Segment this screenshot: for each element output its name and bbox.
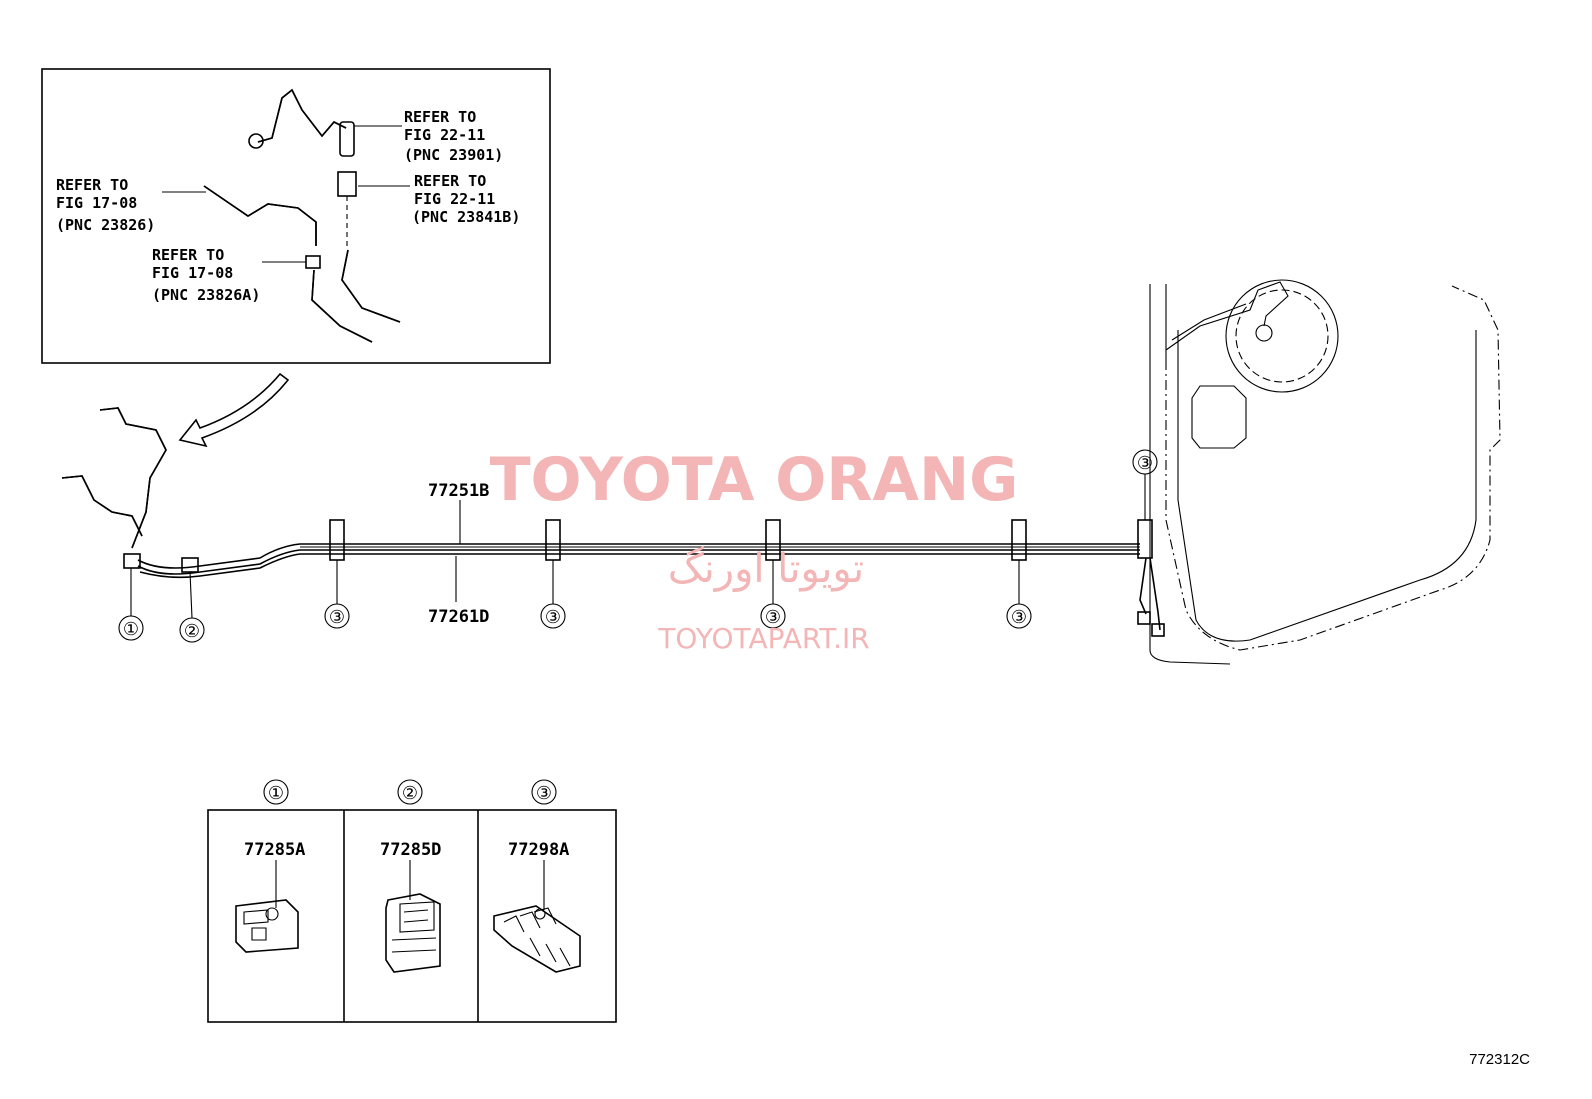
detail-arrow: [178, 372, 290, 448]
watermark: TOYOTA ORANG تویوتا اورنگ TOYOTAPART.IR: [490, 445, 1019, 655]
legend-part-1: 77285A: [244, 840, 305, 860]
left-hose-assembly: [61, 407, 199, 573]
legend-marker-3: ③: [536, 783, 552, 804]
clamp-legend: ① ② ③ 77285A 77285D 77298A: [207, 779, 617, 1023]
marker-1: ①: [123, 619, 139, 640]
callout-4-line1: REFER TO: [152, 246, 224, 264]
marker-3b: ③: [545, 607, 561, 628]
clamp-markers: ① ② ③ ③ ③ ③ ③: [118, 449, 1158, 643]
marker-2: ②: [184, 621, 200, 642]
clamp-1-body: [123, 553, 141, 569]
legend-marker-2: ②: [402, 783, 418, 804]
legend-frame: [207, 809, 617, 1023]
callout-3-line2: FIG 17-08: [56, 194, 137, 212]
callout-1-line2: FIG 22-11: [404, 126, 485, 144]
callout-4-line2: FIG 17-08: [152, 264, 233, 282]
inset-clip: [337, 171, 357, 197]
inset-hose-middle: [203, 185, 317, 246]
legend-part-3: 77298A: [508, 840, 569, 860]
inset-detail: REFER TO FIG 22-11 (PNC 23901) REFER TO …: [41, 68, 551, 364]
main-brake-tubes: [137, 543, 1140, 579]
legend-part-2: 77285D: [380, 840, 441, 860]
callout-1-line3: (PNC 23901): [404, 146, 503, 164]
inset-connector-top: [339, 121, 355, 157]
callout-3-line3: (PNC 23826): [56, 216, 155, 234]
figure-id: 772312C: [1469, 1051, 1530, 1068]
part-number-upper-tube: 77251B: [428, 481, 489, 501]
watermark-title: TOYOTA ORANG: [490, 445, 1019, 515]
callout-2-line3: (PNC 23841B): [412, 208, 520, 226]
marker-3d: ③: [1011, 607, 1027, 628]
clamp-3-drawing: [493, 860, 581, 973]
inset-hose-top: [257, 88, 347, 143]
watermark-url: TOYOTAPART.IR: [657, 622, 869, 655]
callout-2-line2: FIG 22-11: [414, 190, 495, 208]
clamp-2-body: [181, 557, 199, 573]
legend-marker-1: ①: [268, 783, 284, 804]
inset-connector-bottom: [305, 255, 321, 269]
inset-frame: [41, 68, 551, 364]
callout-1-line1: REFER TO: [404, 108, 476, 126]
right-body-outline: [1137, 279, 1501, 665]
watermark-persian: تویوتا اورنگ: [668, 546, 864, 592]
clamp-1-drawing: [235, 860, 299, 953]
part-number-lower-tube: 77261D: [428, 607, 489, 627]
callout-2-line1: REFER TO: [414, 172, 486, 190]
clamp-2-drawing: [385, 860, 441, 973]
marker-3c: ③: [765, 607, 781, 628]
inset-hose-end: [248, 133, 264, 149]
callout-4-line3: (PNC 23826A): [152, 286, 260, 304]
marker-3e: ③: [1137, 453, 1153, 474]
marker-3a: ③: [329, 607, 345, 628]
callout-3-line1: REFER TO: [56, 176, 128, 194]
